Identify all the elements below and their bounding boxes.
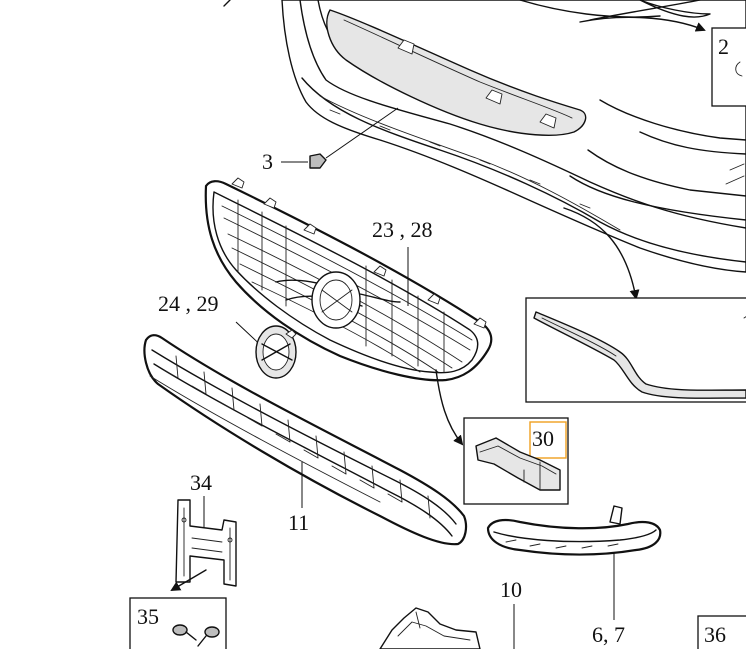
callout-6-7: 6, 7 (592, 622, 625, 647)
callout-10: 10 (500, 577, 522, 602)
part-10-bracket (379, 607, 481, 649)
leader-arrow (579, 16, 706, 32)
inset-box-2: 2 (711, 27, 746, 107)
leader-arrow (435, 369, 464, 446)
callout-36: 36 (704, 622, 726, 647)
callout-23-28: 23 , 28 (372, 217, 433, 242)
inset-box-36: 36 (697, 615, 746, 649)
leader-arrow (563, 207, 640, 300)
trim-strip-6-7 (486, 505, 662, 556)
callout-3: 3 (262, 149, 273, 174)
leader-arrow (170, 569, 207, 592)
front-grille (204, 177, 493, 382)
bumper-cover (281, 0, 746, 273)
inset-box-30: 30 (463, 417, 569, 505)
edge-mark (223, 0, 231, 7)
callout-11: 11 (288, 510, 309, 535)
inset-box-molding (525, 297, 746, 403)
inset-box-35: 35 (129, 597, 227, 649)
callout-2: 2 (718, 34, 729, 59)
bracket-34 (175, 499, 237, 587)
callout-34: 34 (190, 470, 212, 495)
lower-grille (143, 334, 468, 546)
callout-35: 35 (137, 604, 159, 629)
leader-line (325, 107, 399, 159)
callout-30: 30 (532, 426, 554, 451)
part-3-clip: 3 (262, 107, 399, 174)
screw-icon (172, 624, 220, 647)
highlight-box (529, 421, 567, 459)
callout-24-29: 24 , 29 (158, 291, 219, 316)
emblem-part (255, 325, 297, 379)
